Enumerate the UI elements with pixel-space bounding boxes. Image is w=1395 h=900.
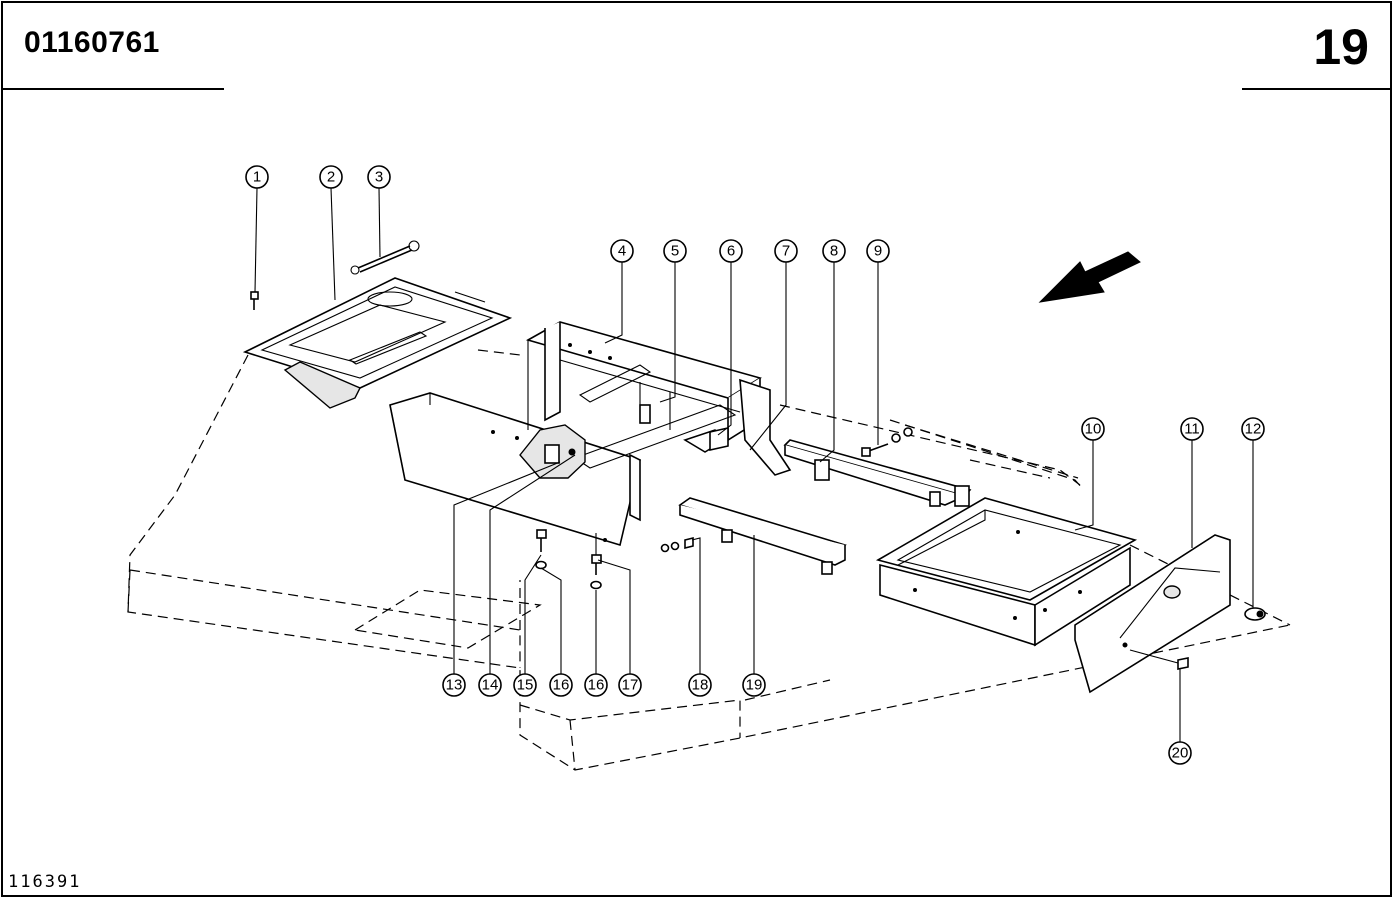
- lower-rail-part: [678, 497, 847, 575]
- wrench-part: [350, 240, 420, 275]
- callout-20: 20: [1168, 741, 1192, 765]
- callout-label: 1: [253, 169, 261, 186]
- callout-label: 15: [517, 677, 534, 694]
- callout-6: 6: [719, 239, 743, 263]
- callout-12: 12: [1241, 417, 1265, 441]
- callout-label: 3: [375, 169, 383, 186]
- callout-2: 2: [319, 165, 343, 189]
- callout-label: 14: [482, 677, 499, 694]
- cover-plate-part: [242, 277, 513, 409]
- callout-label: 6: [727, 243, 735, 260]
- drawer-handle-part: [1244, 607, 1266, 621]
- direction-arrow-icon: [1038, 251, 1141, 303]
- leader-lines: [254, 187, 1254, 742]
- callout-13: 13: [442, 673, 466, 697]
- document-number: 01160761: [24, 26, 160, 59]
- callout-label: 16: [588, 677, 605, 694]
- callout-label: 11: [1184, 421, 1200, 438]
- callout-9: 9: [866, 239, 890, 263]
- callout-17: 17: [618, 673, 642, 697]
- callout-16b: 16: [584, 673, 608, 697]
- callout-label: 5: [671, 243, 679, 260]
- callout-15: 15: [513, 673, 537, 697]
- callout-4: 4: [610, 239, 634, 263]
- panel-screw-part: [1129, 649, 1189, 670]
- callout-label: 9: [874, 243, 882, 260]
- callout-19: 19: [742, 673, 766, 697]
- callout-14: 14: [478, 673, 502, 697]
- small-nuts-part: [660, 536, 694, 553]
- callout-18: 18: [688, 673, 712, 697]
- callout-label: 17: [622, 677, 639, 694]
- callout-label: 19: [746, 677, 763, 694]
- machine-outline-dashed: [127, 349, 1291, 771]
- callout-11: 11: [1180, 417, 1204, 441]
- drawer-box-part: [875, 497, 1138, 647]
- page-number: 19: [1313, 19, 1369, 75]
- callout-label: 8: [830, 243, 838, 260]
- screw-part: [250, 291, 259, 310]
- callout-7: 7: [774, 239, 798, 263]
- callout-5: 5: [663, 239, 687, 263]
- callout-label: 13: [446, 677, 463, 694]
- callout-16a: 16: [549, 673, 573, 697]
- header-rule-gap: [224, 85, 1242, 91]
- side-rail-part: [783, 439, 972, 507]
- callout-label: 7: [782, 243, 790, 260]
- callout-3: 3: [367, 165, 391, 189]
- callout-1: 1: [245, 165, 269, 189]
- bolts-washers-part: [535, 529, 602, 590]
- callout-8: 8: [822, 239, 846, 263]
- callout-label: 16: [553, 677, 570, 694]
- drawer-front-panel-part: [1074, 534, 1231, 694]
- main-frame-part: [389, 321, 792, 547]
- bolt-nut-set-part: [861, 427, 913, 457]
- callout-label: 18: [692, 677, 709, 694]
- callout-10: 10: [1081, 417, 1105, 441]
- callout-label: 20: [1172, 745, 1189, 762]
- callout-label: 4: [618, 243, 626, 260]
- callout-label: 2: [327, 169, 335, 186]
- callout-label: 10: [1085, 421, 1102, 438]
- callout-label: 12: [1245, 421, 1262, 438]
- figure-code: 116391: [8, 872, 82, 892]
